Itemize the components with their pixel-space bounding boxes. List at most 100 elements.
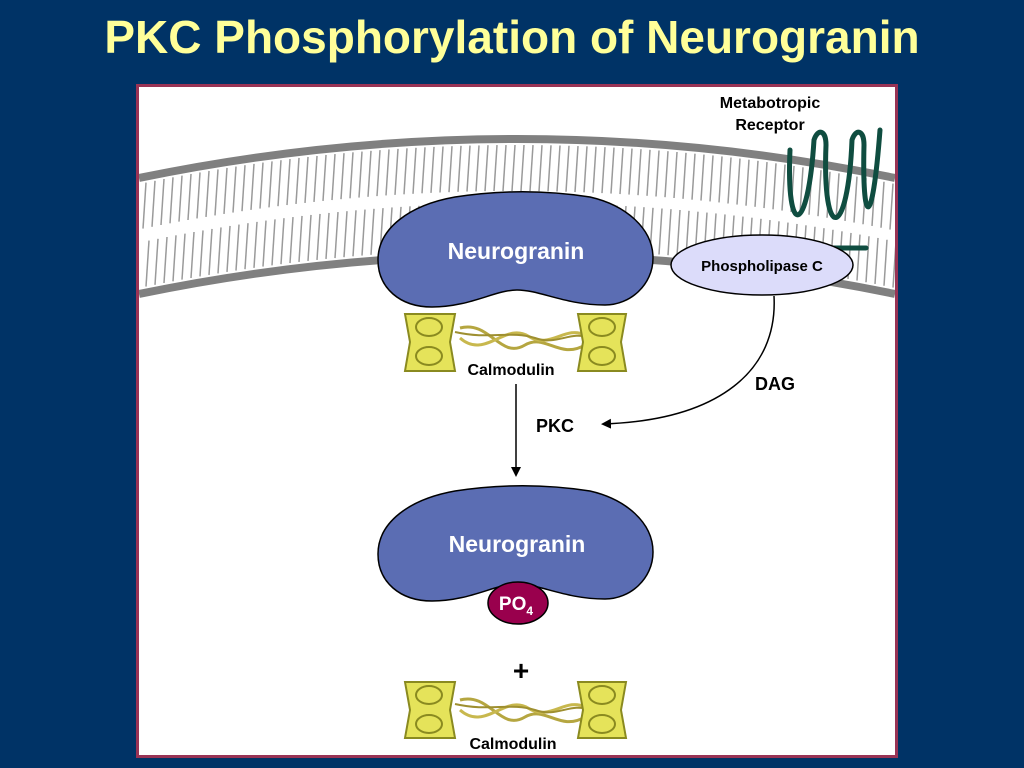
phospholipase-c-shape [670, 234, 854, 296]
phospholipase-c-label: Phospholipase C [701, 258, 823, 275]
lipid-tail [691, 153, 696, 200]
plus-sign: + [513, 655, 529, 686]
lipid-tail [754, 160, 759, 207]
lipid-tail [511, 144, 516, 192]
receptor-label-line2: Receptor [735, 117, 804, 134]
lipid-tail [439, 146, 444, 193]
lipid-tail [259, 162, 264, 209]
slide-title: PKC Phosphorylation of Neurogranin [104, 11, 920, 63]
lipid-tail [385, 149, 390, 196]
lipid-tail [682, 152, 687, 199]
lipid-tail [883, 239, 888, 286]
lipid-tail [214, 169, 219, 216]
lipid-tail [736, 158, 741, 205]
lipid-tail [592, 146, 597, 193]
lipid-tail [349, 152, 354, 199]
lipid-tail [286, 159, 291, 206]
lipid-tail [817, 170, 822, 217]
receptor-label-line1: Metabotropic [720, 95, 821, 112]
lipid-tail [295, 157, 300, 205]
lipid-tail [727, 157, 732, 204]
lipid-tail [307, 214, 312, 261]
lipid-tail [376, 150, 381, 197]
lipid-tail [253, 221, 258, 268]
lipid-tail [892, 245, 895, 288]
lipid-tail [676, 209, 681, 257]
lipid-tail [169, 177, 174, 224]
lipid-tail [142, 182, 147, 229]
lipid-tail [601, 147, 606, 194]
lipid-tail [520, 144, 525, 192]
lipid-tail [277, 160, 282, 207]
lipid-tail [358, 151, 363, 198]
lipid-tail [853, 176, 858, 223]
lipid-tail [664, 151, 669, 198]
lipid-tail [493, 145, 498, 192]
lipid-tail [865, 236, 870, 283]
lipid-tail [448, 146, 453, 193]
lipid-tail [637, 149, 642, 196]
lipid-tail [280, 218, 285, 265]
lipid-tail [547, 145, 552, 192]
lipid-tail [196, 172, 201, 219]
lipid-tail [262, 220, 267, 267]
neurogranin-top-label: Neurogranin [448, 238, 585, 264]
lipid-tail [718, 156, 723, 203]
lipid-tail [673, 151, 678, 199]
dag-arrow [601, 295, 775, 429]
lipid-tail [484, 145, 489, 192]
lipid-tail [205, 170, 210, 217]
calmodulin-top-icon [403, 313, 628, 372]
lipid-tail [178, 175, 183, 222]
lipid-tail [403, 148, 408, 195]
lipid-tail [268, 161, 273, 208]
calmodulin-bottom-label: Calmodulin [469, 736, 556, 753]
lipid-tail [235, 224, 240, 271]
lipid-tail [502, 144, 507, 192]
lipid-tail [574, 145, 579, 193]
lipid-tail [646, 149, 651, 196]
lipid-tail [856, 234, 861, 281]
lipid-tail [583, 146, 588, 193]
lipid-tail [331, 153, 336, 201]
lipid-tail [610, 147, 615, 194]
dag-label: DAG [755, 374, 795, 394]
lipid-tail [421, 147, 426, 194]
lipid-tail [187, 173, 192, 221]
lipid-tail [151, 180, 156, 227]
metabotropic-receptor-icon [787, 127, 883, 251]
lipid-tail [781, 164, 786, 211]
lipid-tail [655, 150, 660, 197]
lipid-tail [628, 148, 633, 195]
lipid-tail [304, 156, 309, 203]
lipid-tail [475, 145, 480, 192]
lipid-tail [745, 159, 750, 206]
lipid-tail [298, 215, 303, 263]
lipid-tail [457, 145, 462, 192]
lipid-tail [880, 181, 885, 228]
lipid-tail [217, 227, 222, 274]
lipid-tail [538, 145, 543, 192]
lipid-tail [223, 167, 228, 215]
lipid-tail [874, 237, 879, 285]
lipid-tail [529, 145, 534, 192]
lipid-tail [313, 155, 318, 202]
lipid-tail [334, 211, 339, 259]
lipid-tail [835, 173, 840, 220]
lipid-tail [172, 235, 177, 282]
lipid-tail [394, 148, 399, 195]
lipid-tail [412, 147, 417, 194]
lipid-tail [232, 166, 237, 213]
lipid-tail [361, 209, 366, 256]
lipid-tail [181, 233, 186, 280]
lipid-tail [367, 150, 372, 197]
lipid-tail [667, 209, 672, 256]
lipid-tail [700, 154, 705, 201]
phosphate-shape [487, 581, 549, 625]
lipid-tail [190, 231, 195, 279]
lipid-tail [160, 178, 165, 226]
lipid-tail [271, 219, 276, 266]
lipid-tail [340, 153, 345, 200]
lipid-tail [199, 230, 204, 277]
